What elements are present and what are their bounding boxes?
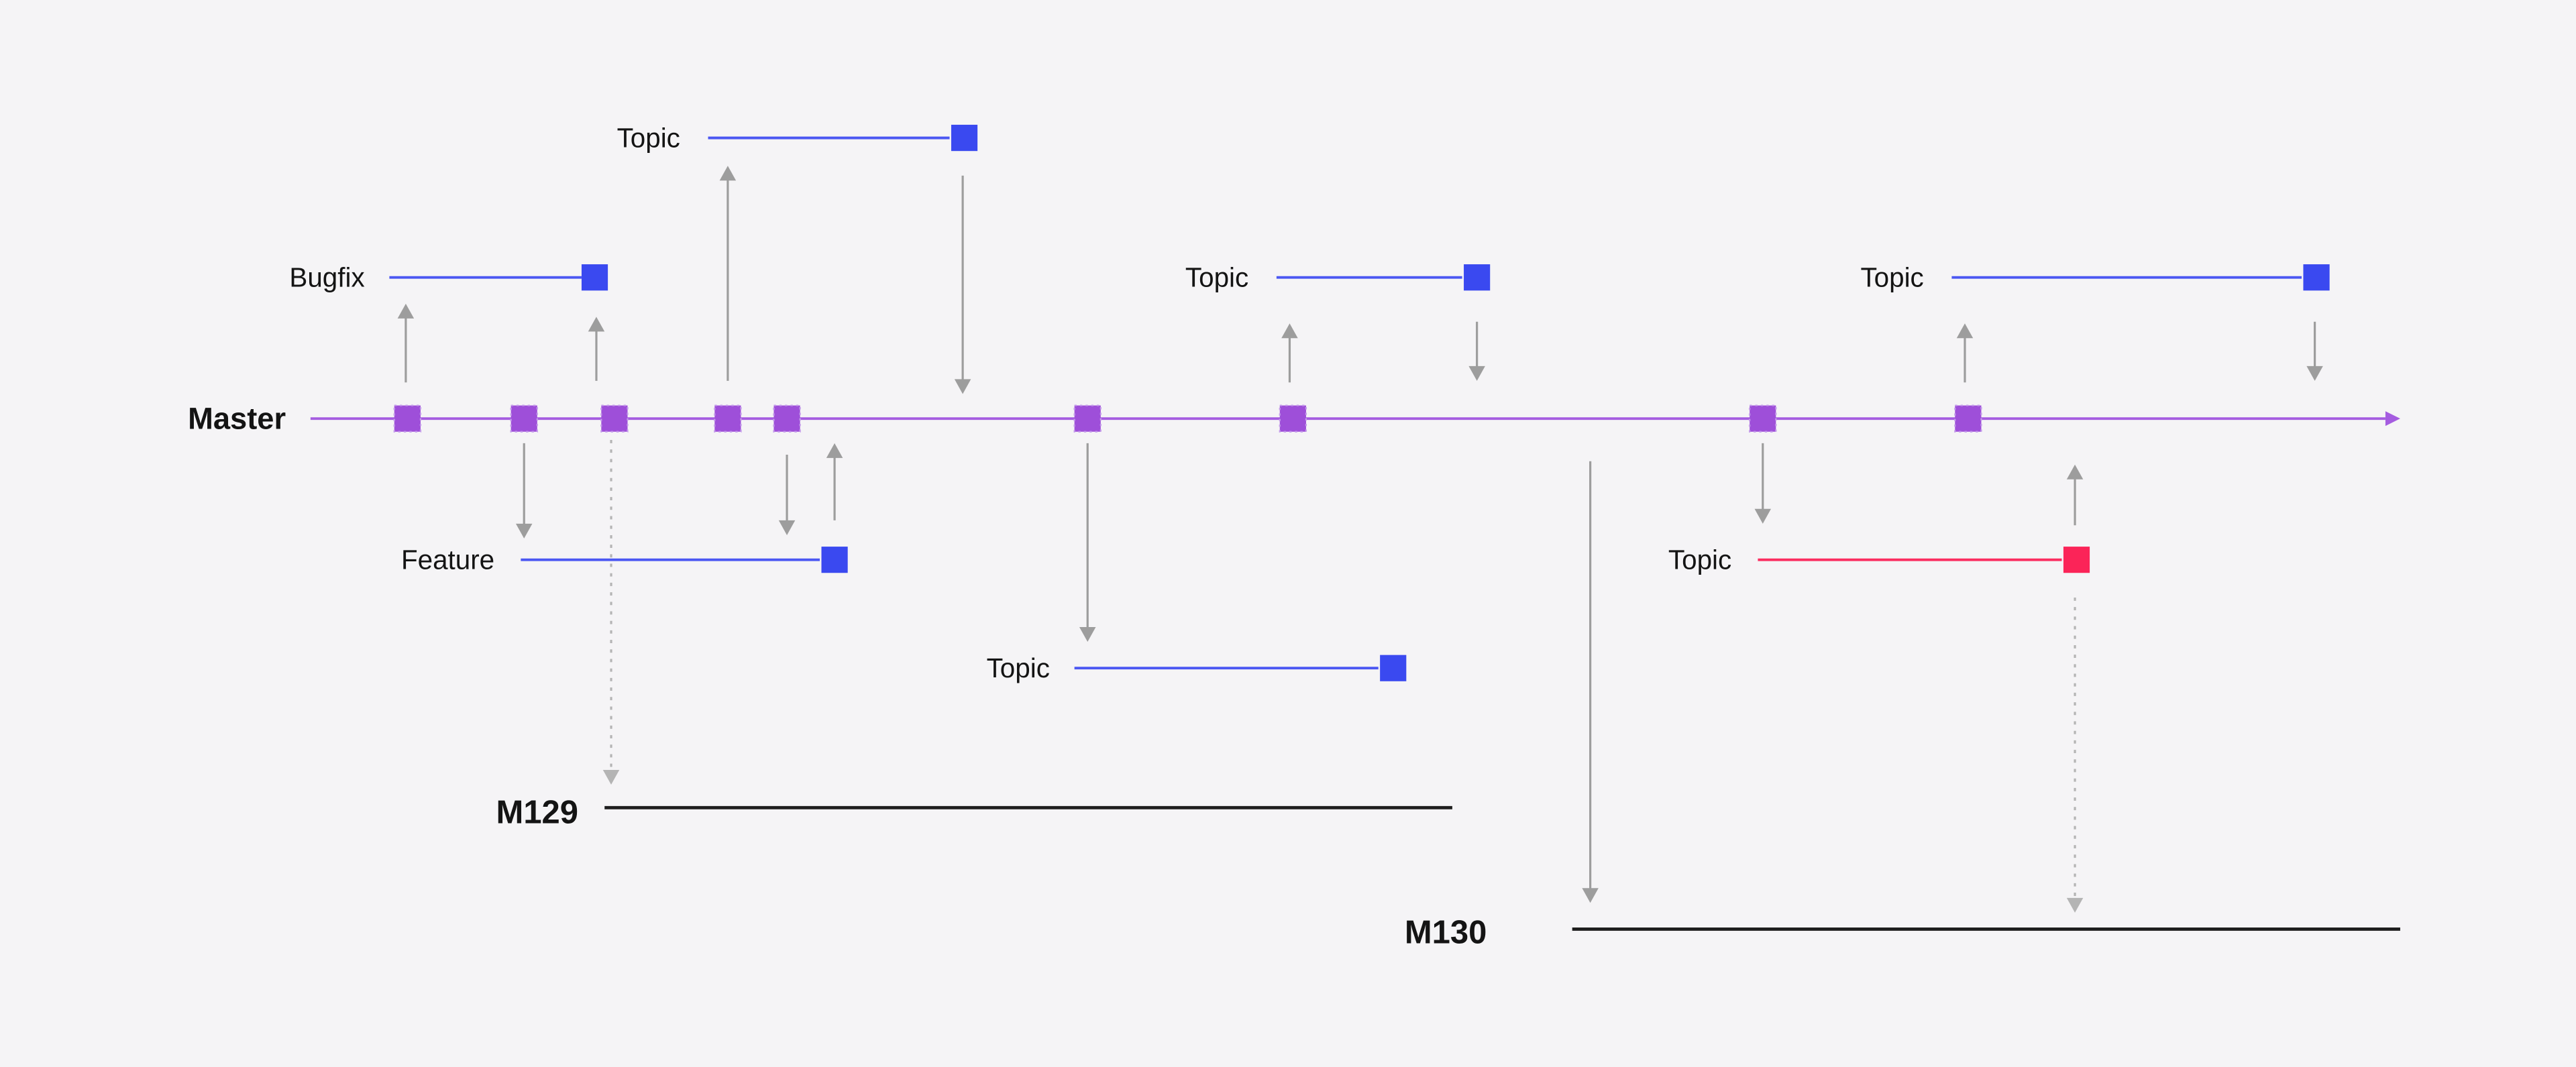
m130-label: M130	[1405, 914, 1487, 950]
topic2-branch-arrow-head	[1281, 323, 1298, 339]
topic1-merge-arrow-head	[954, 379, 971, 394]
master-line-arrowhead	[2385, 411, 2400, 427]
master-commit	[1954, 404, 1982, 433]
arrows-layer	[397, 166, 2323, 913]
topic5-merge-arrow-head	[2066, 464, 2084, 480]
bugfix-branch-arrow-head	[397, 303, 415, 319]
feature-head-commit	[821, 547, 848, 573]
topic3-branch-arrow-head	[1956, 323, 1974, 339]
master-label: Master	[188, 402, 286, 436]
lines-layer	[310, 136, 2400, 931]
feature-label: Feature	[401, 545, 494, 575]
feature-branch-arrow-head	[515, 523, 533, 539]
topic-1-label: Topic	[617, 123, 680, 154]
topic3-merge-arrow-head	[2306, 366, 2323, 381]
master-commit	[1749, 404, 1777, 433]
master-commit	[1279, 404, 1307, 433]
topic-3-head-commit	[2303, 264, 2330, 291]
bugfix-update-arrow-head	[588, 317, 605, 332]
topic-5-head-commit	[2063, 547, 2090, 573]
bugfix-head-commit	[581, 264, 608, 291]
topic2-merge-arrow-head	[1468, 366, 1485, 381]
m129-label: M129	[496, 795, 579, 831]
m129-branch-cut-arrow-head	[602, 769, 620, 785]
feature-merge-arrow-head	[826, 443, 843, 458]
bugfix-label: Bugfix	[289, 262, 364, 293]
master-commit	[393, 404, 422, 433]
feature-update-arrow-head	[778, 520, 796, 535]
topic-4-label: Topic	[987, 653, 1050, 683]
m130-branch-cut-arrow-head	[1582, 888, 1599, 903]
topic-1-head-commit	[951, 125, 978, 152]
topic-4-head-commit	[1380, 655, 1407, 681]
topic-5-label: Topic	[1668, 545, 1731, 575]
topic5-branch-arrow-head	[1754, 508, 1771, 524]
topic-3-label: Topic	[1860, 262, 1923, 293]
master-commit	[510, 404, 538, 433]
topic4-branch-arrow-head	[1079, 627, 1096, 642]
nodes-layer	[393, 125, 2330, 681]
master-commit	[1073, 404, 1102, 433]
topic-2-label: Topic	[1185, 262, 1248, 293]
master-commit	[773, 404, 801, 433]
topic1-branch-arrow-head	[719, 166, 737, 181]
master-commit	[714, 404, 742, 433]
master-commit	[600, 404, 629, 433]
topic5-cherrypick-arrow-head	[2066, 897, 2084, 913]
topic-2-head-commit	[1464, 264, 1491, 291]
